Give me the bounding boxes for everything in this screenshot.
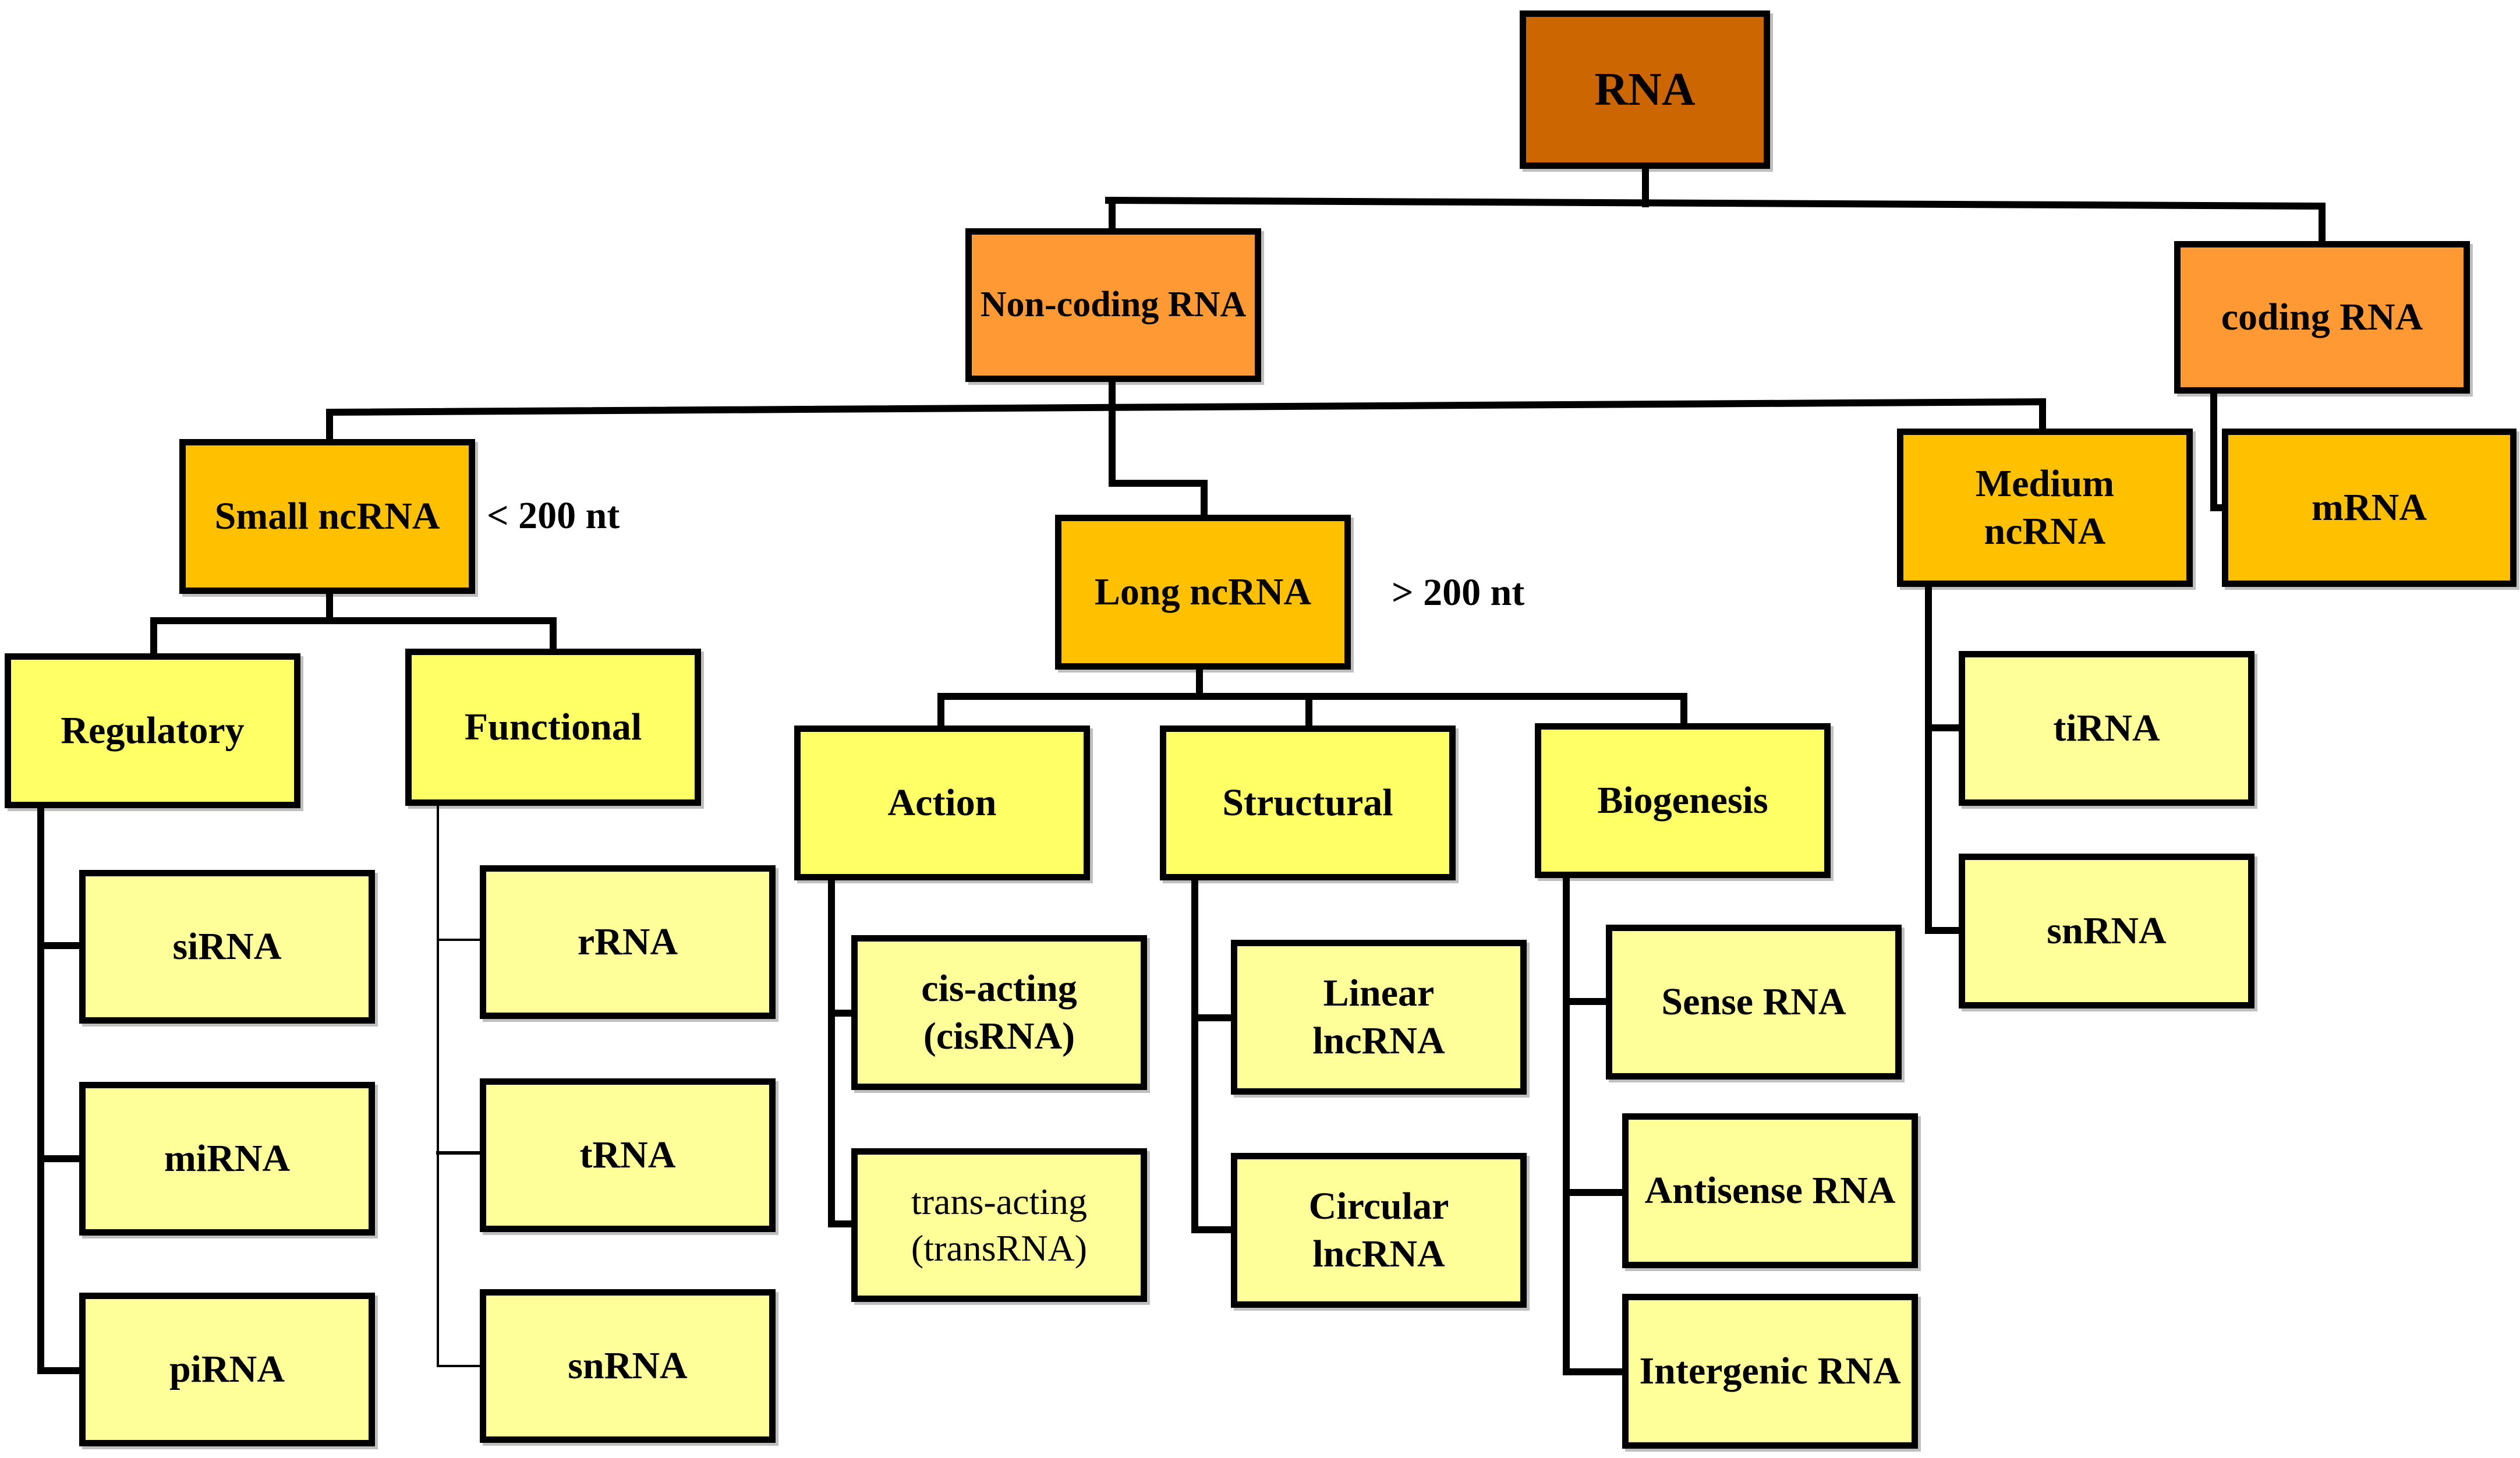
- small-ncrna-size-note: < 200 nt: [487, 494, 620, 537]
- trna-label: tRNA: [579, 1133, 676, 1176]
- coding-rna-node: coding RNA: [2174, 241, 2470, 394]
- pirna-node: piRNA: [79, 1293, 375, 1446]
- tirna-node: tiRNA: [1959, 651, 2254, 806]
- rna-node: RNA: [1520, 10, 1770, 169]
- structural-label: Structural: [1222, 781, 1393, 824]
- circular-lncrna-label: Circular lncRNA: [1308, 1184, 1449, 1276]
- sirna-label: siRNA: [172, 925, 282, 968]
- antisense-rna-node: Antisense RNA: [1622, 1113, 1918, 1268]
- rrna-label: rRNA: [577, 920, 678, 963]
- pirna-label: piRNA: [169, 1347, 285, 1390]
- trans-acting-node: trans-acting (transRNA): [851, 1148, 1147, 1302]
- action-label: Action: [887, 781, 997, 824]
- long-ncrna-size-note: > 200 nt: [1392, 571, 1525, 614]
- mrna-node: mRNA: [2222, 429, 2517, 587]
- functional-node: Functional: [405, 649, 701, 806]
- regulatory-label: Regulatory: [61, 709, 245, 752]
- linear-lncrna-node: Linear lncRNA: [1231, 940, 1527, 1095]
- antisense-rna-label: Antisense RNA: [1644, 1169, 1896, 1212]
- sense-rna-label: Sense RNA: [1661, 980, 1846, 1023]
- circular-lncrna-node: Circular lncRNA: [1231, 1153, 1527, 1308]
- intergenic-rna-label: Intergenic RNA: [1639, 1349, 1901, 1392]
- long-ncrna-label: Long ncRNA: [1094, 570, 1312, 613]
- small-ncrna-node: Small ncRNA: [179, 439, 475, 594]
- rrna-node: rRNA: [480, 865, 776, 1019]
- structural-node: Structural: [1160, 726, 1456, 880]
- medium-ncrna-node: Medium ncRNA: [1897, 429, 2193, 587]
- mirna-label: miRNA: [164, 1137, 291, 1180]
- connector-line: [325, 398, 2047, 416]
- intergenic-rna-node: Intergenic RNA: [1622, 1294, 1918, 1449]
- mirna-node: miRNA: [79, 1082, 375, 1236]
- sense-rna-node: Sense RNA: [1606, 925, 1902, 1080]
- noncoding-rna-node: Non-coding RNA: [965, 228, 1261, 382]
- snrna-medium-node: snRNA: [1959, 854, 2254, 1008]
- coding-rna-label: coding RNA: [2221, 295, 2423, 338]
- tirna-label: tiRNA: [2053, 706, 2160, 749]
- connector-line: [1105, 196, 2326, 210]
- snrna-small-node: snRNA: [480, 1289, 776, 1443]
- linear-lncrna-label: Linear lncRNA: [1312, 971, 1445, 1063]
- mrna-label: mRNA: [2312, 486, 2427, 529]
- medium-ncrna-label: Medium ncRNA: [1975, 462, 2115, 553]
- snrna-medium-label: snRNA: [2047, 909, 2167, 952]
- rna-label: RNA: [1594, 64, 1696, 115]
- small-ncrna-label: Small ncRNA: [214, 494, 440, 537]
- biogenesis-label: Biogenesis: [1597, 778, 1768, 822]
- sirna-node: siRNA: [79, 870, 375, 1024]
- trans-acting-label: trans-acting (transRNA): [911, 1181, 1088, 1269]
- regulatory-node: Regulatory: [5, 653, 300, 808]
- cis-acting-node: cis-acting (cisRNA): [851, 935, 1147, 1090]
- long-ncrna-node: Long ncRNA: [1055, 515, 1351, 670]
- noncoding-rna-label: Non-coding RNA: [980, 285, 1247, 325]
- trna-node: tRNA: [480, 1078, 776, 1232]
- biogenesis-node: Biogenesis: [1535, 723, 1831, 878]
- functional-label: Functional: [464, 705, 642, 748]
- snrna-small-label: snRNA: [568, 1344, 688, 1387]
- action-node: Action: [794, 726, 1090, 880]
- cis-acting-label: cis-acting (cisRNA): [921, 967, 1077, 1058]
